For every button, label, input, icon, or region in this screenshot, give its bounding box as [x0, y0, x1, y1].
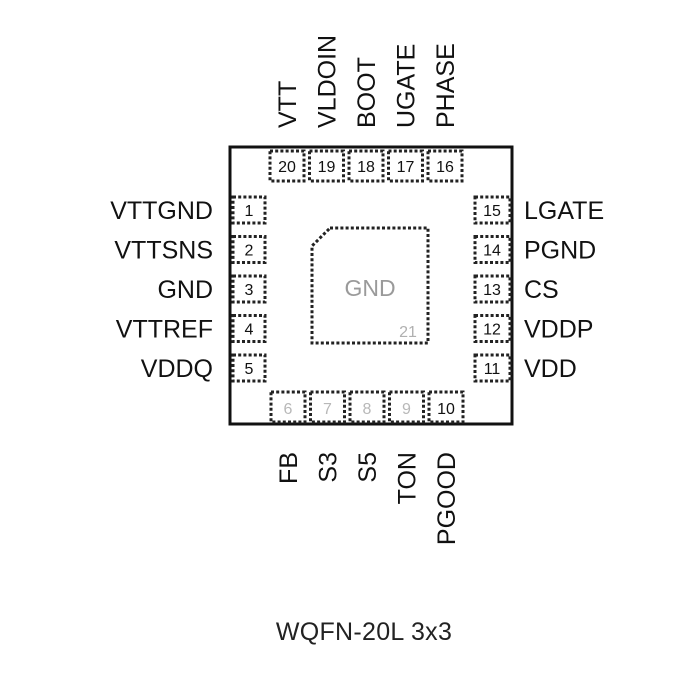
pin-7: 7S3	[309, 390, 346, 483]
pin-20: 20 VTT	[268, 81, 306, 183]
pin-19: 19 VLDOIN	[308, 35, 345, 183]
pin-number: 5	[245, 361, 254, 378]
pin-name: UGATE	[393, 44, 421, 128]
pin-name: S3	[315, 452, 343, 483]
pin-number: 8	[363, 401, 372, 418]
pin-name: VTT	[274, 81, 302, 128]
pin-name: PGOOD	[433, 452, 461, 545]
pin-name: VLDOIN	[314, 35, 342, 128]
pin-pad	[473, 314, 512, 343]
pin-name: VDDQ	[141, 355, 213, 383]
pin-number: 7	[323, 401, 332, 418]
pin-pad	[231, 235, 267, 264]
pin-name: VTTSNS	[114, 237, 213, 265]
pin-name: VDDP	[524, 316, 593, 344]
pin-2: 2 VTTSNS	[114, 235, 267, 265]
pin-name: GND	[157, 276, 213, 304]
pin-number: 1	[245, 203, 254, 220]
left-pin-row: 1 VTTGND 2 VTTSNS 3 GND 4 VTTREF 5 VDDQ	[110, 195, 267, 383]
pin-name: CS	[524, 276, 559, 304]
pin-pad	[269, 390, 307, 424]
pin-18: 18 BOOT	[347, 57, 385, 183]
pin-number: 11	[484, 361, 501, 378]
top-pin-row: 16 PHASE 17 UGATE 18 BOOT 19 VLDOIN 20 VTT	[268, 35, 464, 183]
pin-pad	[231, 195, 267, 225]
pin-pad	[388, 390, 425, 424]
pin-pad	[427, 390, 465, 424]
right-pin-row: 11 VDD 12 VDDP 13 CS 14 PGND 15 LGATE	[473, 195, 604, 383]
pin-pad	[473, 195, 512, 225]
pin-4: 4 VTTREF	[116, 314, 267, 344]
pin-12: 12 VDDP	[473, 314, 593, 344]
pin-number: 18	[357, 159, 375, 176]
pin-number: 14	[483, 243, 501, 260]
pin-pad	[268, 149, 306, 183]
pin-number: 6	[284, 401, 293, 418]
pin-17: 17 UGATE	[387, 44, 424, 183]
pin-pad	[348, 390, 386, 424]
pin-name: S5	[354, 452, 382, 483]
pin-number: 19	[318, 159, 336, 176]
pin-name: VDD	[524, 355, 577, 383]
pin-name: TON	[394, 452, 422, 504]
exposed-pad-number: 21	[399, 324, 417, 341]
pin-pad	[473, 235, 512, 264]
pin-number: 12	[483, 322, 501, 339]
pin-pad	[426, 149, 464, 183]
exposed-pad	[310, 226, 430, 345]
pin-15: 15 LGATE	[473, 195, 604, 225]
pin-pad	[231, 314, 267, 343]
pin-13: 13 CS	[473, 274, 559, 304]
pin-number: 16	[436, 159, 454, 176]
pin-name: FB	[275, 452, 303, 484]
pin-name: PHASE	[432, 43, 460, 128]
pin-number: 3	[245, 282, 254, 299]
pin-6: 6FB	[269, 390, 307, 484]
pin-pad	[308, 149, 345, 183]
pin-14: 14 PGND	[473, 235, 596, 265]
pin-16: 16 PHASE	[426, 43, 464, 183]
pin-name: VTTGND	[110, 197, 213, 225]
pin-11: 11 VDD	[473, 353, 577, 383]
pin-name: VTTREF	[116, 316, 213, 344]
pin-number: 17	[397, 159, 415, 176]
pin-pad	[473, 353, 512, 383]
pin-pad	[473, 274, 512, 304]
pin-number: 13	[483, 282, 501, 299]
pin-pad	[347, 149, 385, 183]
package-caption: WQFN-20L 3x3	[276, 618, 452, 646]
pin-pad	[231, 274, 267, 304]
pin-number: 9	[402, 401, 411, 418]
pin-number: 20	[278, 159, 296, 176]
pin-3: 3 GND	[157, 274, 267, 304]
pin-pad	[231, 353, 267, 383]
pin-name: PGND	[524, 237, 596, 265]
pin-number: 15	[483, 203, 501, 220]
pin-name: LGATE	[524, 197, 604, 225]
pin-5: 5 VDDQ	[141, 353, 267, 383]
pin-pad	[387, 149, 424, 183]
pin-number: 2	[245, 243, 254, 260]
pin-1: 1 VTTGND	[110, 195, 267, 225]
pin-number: 10	[437, 401, 455, 418]
pin-8: 8S5	[348, 390, 386, 483]
pin-number: 4	[245, 322, 254, 339]
exposed-pad-label: GND	[344, 275, 395, 301]
pin-pad	[309, 390, 346, 424]
pin-name: BOOT	[353, 57, 381, 128]
